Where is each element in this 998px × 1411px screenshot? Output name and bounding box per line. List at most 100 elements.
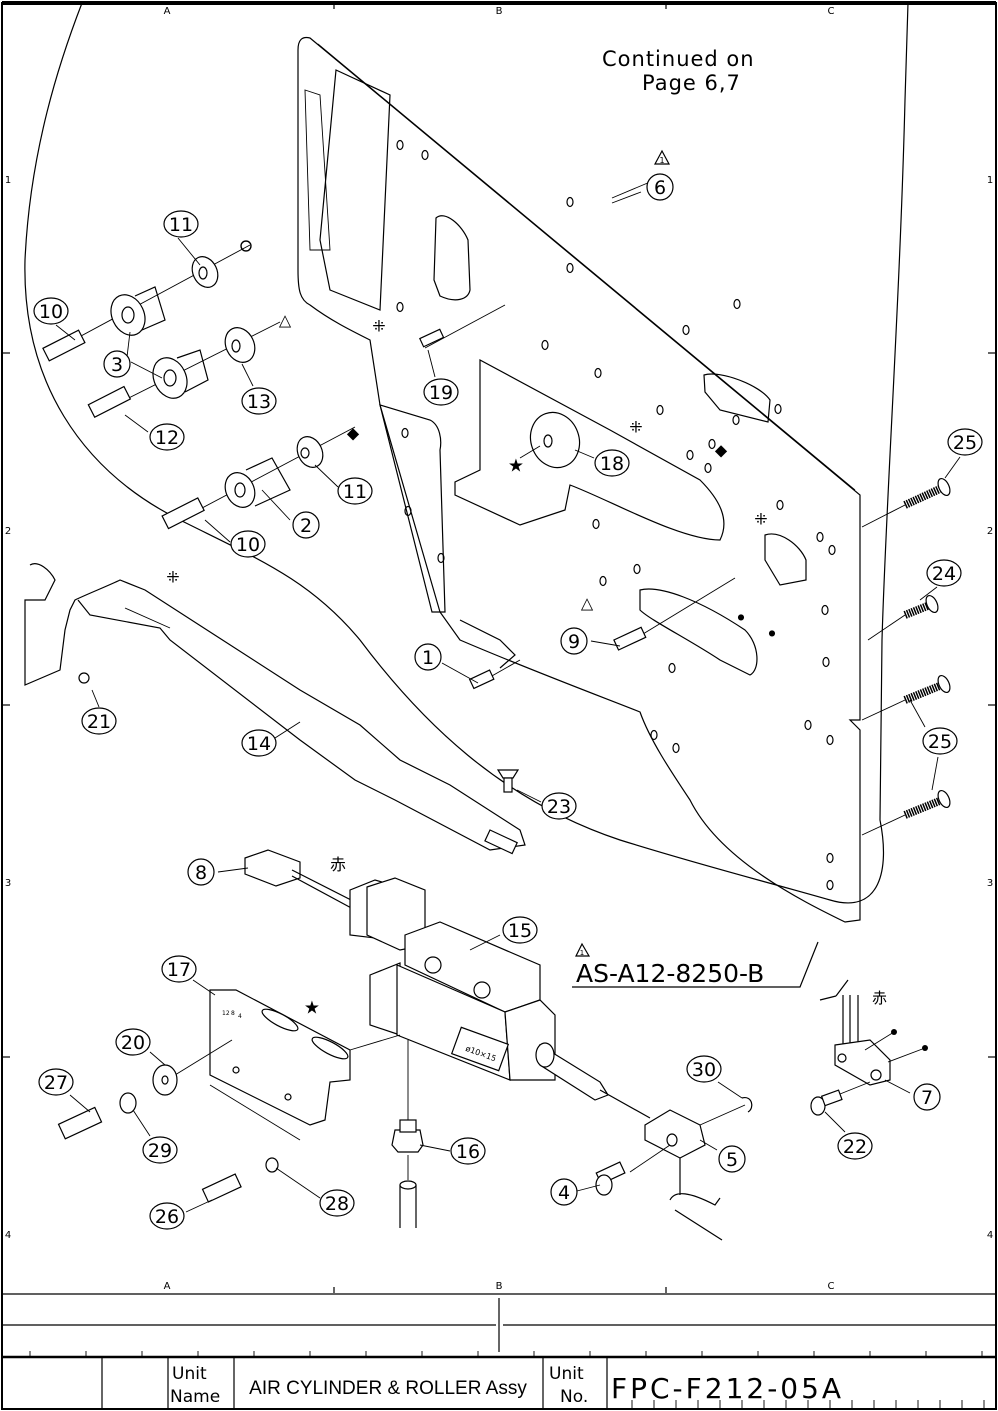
callout-bubble: [115, 1028, 151, 1056]
plate-holes: [396, 139, 836, 891]
callout-bubble: [319, 1189, 355, 1217]
callout-bubbles: 1234567891010111112131415161718192021222…: [33, 173, 983, 1230]
leader-line: [699, 1139, 718, 1151]
side-screws: [903, 477, 951, 819]
callout-13: 13: [241, 387, 277, 415]
callout-bubble: [241, 729, 277, 757]
leader-line: [861, 504, 906, 528]
mounting-hole: [650, 729, 658, 741]
callout-29: 29: [142, 1136, 178, 1164]
unit-name-label-line1: Unit: [172, 1364, 207, 1384]
callout-4: 4: [550, 1178, 578, 1206]
callout-number: 9: [568, 631, 580, 653]
callout-8: 8: [187, 858, 215, 886]
row-label-4-right: 4: [987, 1230, 993, 1241]
callout-12: 12: [149, 423, 185, 451]
row-label-4: 4: [5, 1230, 11, 1241]
leader-line: [576, 1184, 601, 1192]
reference-symbols: ★★◆◆△△⁜⁜⁜⁜●●: [166, 240, 776, 1019]
mounting-hole: [594, 367, 602, 379]
callout-1: 1: [414, 643, 442, 671]
callout-number: 21: [87, 711, 111, 733]
leader-line: [931, 756, 939, 791]
col-label-b-bottom: B: [496, 1281, 503, 1292]
callout-2: 2: [292, 511, 320, 539]
callout-number: 15: [508, 920, 532, 942]
callout-bubble: [81, 707, 117, 735]
star-icon: ★: [508, 456, 524, 477]
row-label-1: 1: [5, 175, 11, 186]
callout-6: 6: [646, 173, 674, 201]
callout-bubble: [646, 173, 674, 201]
bracket-marking-8: 8: [231, 1010, 235, 1017]
callout-bubble: [922, 727, 958, 755]
callout-bubble: [337, 477, 373, 505]
leader-line: [717, 1081, 743, 1099]
leader-line: [132, 1109, 151, 1137]
callout-number: 14: [247, 733, 271, 755]
callout-7: 7: [913, 1083, 941, 1111]
mounting-hole: [668, 662, 676, 674]
col-label-b: B: [496, 6, 503, 17]
callout-number: 19: [429, 382, 453, 404]
mounting-hole: [566, 196, 574, 208]
callout-bubble: [103, 350, 131, 378]
screw-thread: [903, 601, 932, 619]
mounting-hole: [733, 298, 741, 310]
grid-columns-top: A B C: [164, 3, 835, 17]
callout-bubble: [718, 1145, 746, 1173]
mounting-hole: [732, 414, 740, 426]
callout-24: 24: [926, 559, 962, 587]
callout-26: 26: [149, 1202, 185, 1230]
mounting-hole: [541, 339, 549, 351]
screw-thread: [903, 484, 944, 509]
callout-number: 11: [343, 481, 367, 503]
row-label-3-right: 3: [987, 878, 993, 889]
mounting-hole: [672, 742, 680, 754]
unit-no-label-line1: Unit: [549, 1364, 584, 1384]
mounting-hole: [633, 563, 641, 575]
star-icon: ★: [304, 998, 320, 1019]
callout-21: 21: [81, 707, 117, 735]
callout-23: 23: [541, 792, 577, 820]
screw-thread: [903, 796, 944, 819]
callout-number: 13: [247, 391, 271, 413]
ring-icon: [240, 240, 252, 252]
callout-bubble: [450, 1137, 486, 1165]
asterisk-mark-icon: ⁜: [372, 317, 385, 336]
callout-16: 16: [450, 1137, 486, 1165]
mounting-hole: [437, 552, 445, 564]
mounting-hole: [656, 404, 664, 416]
revision-triangle-6: 1: [653, 149, 671, 165]
callout-number: 30: [692, 1059, 716, 1081]
callout-number: 6: [654, 177, 666, 199]
callout-number: 4: [558, 1182, 570, 1204]
callout-20: 20: [115, 1028, 151, 1056]
callout-3: 3: [103, 350, 131, 378]
leader-line: [944, 456, 961, 479]
leader-line: [241, 363, 254, 387]
callout-number: 25: [928, 731, 952, 753]
leader-line: [611, 181, 651, 199]
bracket-marking-12: 12: [222, 1010, 230, 1017]
mounting-hole: [826, 734, 834, 746]
callout-bubble: [414, 643, 442, 671]
mounting-hole: [592, 518, 600, 530]
mounting-hole: [816, 531, 824, 543]
small-parts: [419, 304, 736, 690]
svg-text:1: 1: [580, 949, 584, 957]
col-label-a-bottom: A: [164, 1281, 171, 1292]
leader-line: [861, 699, 906, 721]
callout-number: 18: [600, 453, 624, 475]
callout-bubble: [142, 1136, 178, 1164]
leader-line: [861, 814, 906, 836]
mounting-hole: [708, 438, 716, 450]
callout-bubble: [161, 955, 197, 983]
col-label-c-bottom: C: [828, 1281, 835, 1292]
callout-number: 16: [456, 1141, 480, 1163]
grid-columns-bottom: A B C: [164, 1281, 835, 1293]
callout-25b: 25: [922, 727, 958, 755]
callout-9: 9: [560, 627, 588, 655]
callout-bubble: [149, 423, 185, 451]
screw-head: [937, 477, 951, 497]
